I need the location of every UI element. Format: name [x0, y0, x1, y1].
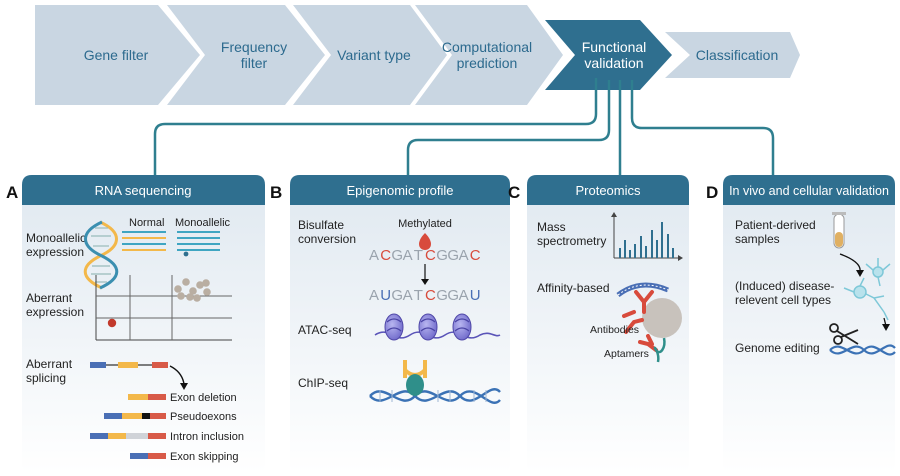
scissors-dna-icon [829, 323, 896, 356]
panel-title: RNA sequencing [95, 183, 192, 198]
aptamers-label: Aptamers [604, 348, 649, 360]
normal-reads [122, 231, 166, 251]
panel-title: In vivo and cellular validation [729, 184, 889, 198]
pipeline-step-variant-type: Variant type [293, 5, 447, 105]
expression-grid [95, 275, 232, 341]
pseudoexons-label: Pseudoexons [170, 411, 237, 423]
antibody-protein-icon [616, 282, 682, 363]
sequence-base: A [403, 247, 413, 264]
chip-seq-label: ChIP-seq [298, 376, 348, 390]
sequence-base: U [470, 287, 481, 304]
monoallelic-reads [177, 231, 220, 257]
sequence-base: G [391, 287, 403, 304]
antibodies-label: Antibodies [590, 324, 639, 336]
panel-title: Epigenomic profile [347, 183, 454, 198]
sequence-base: C [380, 247, 391, 264]
sequence-base: A [459, 287, 469, 304]
expression-outlier-dots [174, 278, 211, 302]
sequence-base: G [447, 287, 459, 304]
sequence-base: G [436, 287, 448, 304]
sequence-base: U [380, 287, 391, 304]
panel-letter: C [508, 183, 520, 202]
sequence-base: T [414, 287, 423, 304]
sequence-base: G [391, 247, 403, 264]
conversion-arrow [421, 279, 429, 285]
sequence-base: A [403, 287, 413, 304]
sequence-base: C [425, 247, 436, 264]
outlier-point [107, 318, 117, 328]
nucleosome-icon [374, 313, 501, 341]
induced-cell-types-label: (Induced) disease-relevent cell types [735, 279, 834, 307]
panel-letter: B [270, 183, 282, 202]
step-label: Gene filter [84, 47, 149, 63]
sequence-base: C [425, 287, 436, 304]
test-tube-icon [832, 212, 846, 249]
sequence-base: A [369, 287, 379, 304]
exon-skipping-label: Exon skipping [170, 451, 239, 463]
panel-letter: D [706, 183, 718, 202]
neuron-icon [843, 258, 891, 321]
normal-label: Normal [129, 217, 164, 229]
splicing-transcript [90, 362, 188, 390]
chip-seq-dna-icon [369, 360, 501, 404]
mass-spectrum-icon [611, 212, 683, 261]
pipeline-step-gene-filter: Gene filter [35, 5, 200, 105]
monoallelic-column-label: Monoallelic [175, 217, 231, 229]
atac-seq-label: ATAC-seq [298, 323, 352, 337]
sequence-base: G [436, 247, 448, 264]
sequence-base: A [369, 247, 379, 264]
step-label: Variant type [337, 47, 411, 63]
affinity-based-label: Affinity-based [537, 281, 610, 295]
sequence-base: G [447, 247, 459, 264]
panel-title: Proteomics [575, 183, 641, 198]
panel-in-vivo-cellular-validation: In vivo and cellular validation D Patien… [706, 175, 896, 473]
pipeline-step-classification: Classification [665, 32, 800, 78]
methyl-drop-icon [419, 233, 431, 250]
genome-editing-label: Genome editing [735, 341, 820, 355]
connector-lines [153, 78, 775, 180]
splice-outcome-bars [90, 394, 166, 459]
panel-letter: A [6, 183, 18, 202]
dna-helix-icon [83, 220, 119, 290]
step-label: Classification [696, 47, 778, 63]
sequence-base: T [414, 247, 423, 264]
methylated-label: Methylated [398, 218, 452, 230]
intron-inclusion-label: Intron inclusion [170, 431, 244, 443]
sequence-base: C [470, 247, 481, 264]
exon-deletion-label: Exon deletion [170, 392, 237, 404]
sequence-base: A [459, 247, 469, 264]
